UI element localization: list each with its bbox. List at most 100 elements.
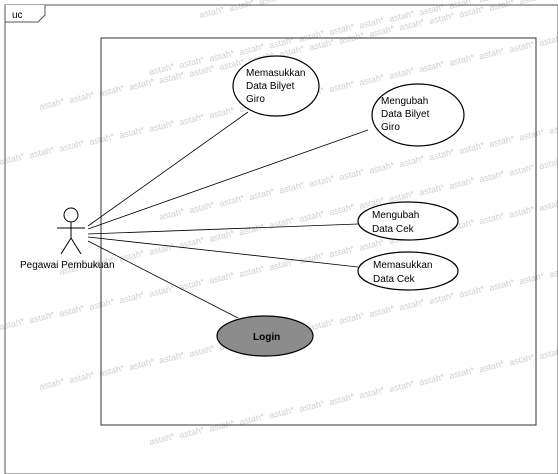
use-case-label-line: Data Bilyet bbox=[246, 81, 295, 92]
watermark-text: astah* bbox=[478, 169, 506, 185]
watermark-text: astah* bbox=[248, 186, 276, 202]
watermark-text: astah* bbox=[548, 264, 558, 280]
watermark-text: astah* bbox=[158, 350, 186, 366]
use-case-label-line: Login bbox=[253, 332, 280, 343]
watermark-text: astah* bbox=[28, 144, 56, 160]
actor-name: Pegawai Pembukuan bbox=[20, 260, 115, 271]
watermark-text: astah* bbox=[58, 138, 86, 154]
watermark-text: astah* bbox=[178, 276, 206, 292]
watermark-text: astah* bbox=[368, 303, 396, 319]
actor-icon bbox=[57, 207, 85, 255]
watermark-text: astah* bbox=[308, 173, 336, 189]
watermark-text: astah* bbox=[198, 4, 226, 20]
use-case-label-line: Memasukkan bbox=[246, 68, 305, 79]
use-case-ellipse bbox=[232, 55, 320, 117]
watermark-text: astah* bbox=[28, 309, 56, 325]
watermark-text: astah* bbox=[358, 72, 386, 88]
association-uc4 bbox=[87, 236, 359, 268]
association-uc3 bbox=[87, 223, 359, 235]
watermark-text: astah* bbox=[238, 221, 266, 237]
watermark-text: astah* bbox=[178, 235, 206, 251]
watermark-text: astah* bbox=[418, 182, 446, 198]
system-boundary bbox=[100, 37, 537, 426]
watermark-text: astah* bbox=[148, 283, 176, 299]
watermark-text: astah* bbox=[128, 76, 156, 92]
watermark-text: astah* bbox=[298, 250, 326, 266]
watermark-text: astah* bbox=[208, 105, 236, 121]
use-case-login[interactable]: Login bbox=[216, 315, 314, 357]
watermark-text: astah* bbox=[488, 277, 516, 293]
watermark-text: astah* bbox=[148, 431, 176, 447]
use-case-mengubah-data-bilyet-giro[interactable]: Mengubah Data Bilyet Giro bbox=[371, 83, 465, 147]
association-uc1 bbox=[87, 111, 249, 227]
watermark-text: astah* bbox=[98, 83, 126, 99]
watermark-text: astah* bbox=[278, 180, 306, 196]
watermark-text: astah* bbox=[218, 193, 246, 209]
watermark-text: astah* bbox=[118, 290, 146, 306]
watermark-text: astah* bbox=[178, 424, 206, 440]
use-case-memasukkan-data-cek[interactable]: Memasukkan Data Cek bbox=[357, 251, 459, 291]
use-case-label-line: Data Cek bbox=[373, 274, 416, 285]
watermark-text: astah* bbox=[38, 376, 66, 392]
watermark-text: astah* bbox=[488, 0, 516, 13]
watermark-text: astah* bbox=[538, 197, 558, 213]
use-case-mengubah-data-cek[interactable]: Mengubah Data Cek bbox=[357, 201, 459, 241]
watermark-text: astah* bbox=[428, 290, 456, 306]
association-uc5 bbox=[87, 240, 239, 319]
watermark-text: astah* bbox=[58, 303, 86, 319]
watermark-text: astah* bbox=[338, 310, 366, 326]
watermark-text: astah* bbox=[448, 365, 476, 381]
watermark-text: astah* bbox=[208, 418, 236, 434]
watermark-text: astah* bbox=[228, 0, 256, 13]
use-case-label-line: Memasukkan bbox=[373, 260, 432, 271]
watermark-text: astah* bbox=[0, 151, 26, 167]
watermark-text: astah* bbox=[358, 237, 386, 253]
watermark-text: astah* bbox=[68, 89, 96, 105]
watermark-text: astah* bbox=[368, 160, 396, 176]
use-case-ellipse bbox=[357, 251, 459, 291]
watermark-text: astah* bbox=[0, 316, 26, 332]
use-case-label-line: Giro bbox=[246, 94, 265, 105]
watermark-text: astah* bbox=[208, 270, 236, 286]
watermark-text: astah* bbox=[148, 118, 176, 134]
watermark-text: astah* bbox=[508, 162, 536, 178]
watermark-text: astah* bbox=[478, 210, 506, 226]
watermark-text: astah* bbox=[478, 358, 506, 374]
watermark-text: astah* bbox=[448, 175, 476, 191]
watermark-text: astah* bbox=[548, 120, 558, 136]
watermark-text: astah* bbox=[308, 317, 336, 333]
watermark-text: astah* bbox=[328, 243, 356, 259]
use-case-label-line: Data Cek bbox=[372, 224, 415, 235]
watermark-text: astah* bbox=[428, 147, 456, 163]
use-case-memasukkan-data-bilyet-giro[interactable]: Memasukkan Data Bilyet Giro bbox=[232, 55, 320, 117]
watermark-text: astah* bbox=[298, 208, 326, 224]
use-case-ellipse bbox=[371, 83, 465, 147]
watermark-text: astah* bbox=[538, 155, 558, 171]
use-case-label-line: Mengubah bbox=[381, 96, 428, 107]
watermark-text: astah* bbox=[68, 369, 96, 385]
actor[interactable]: Pegawai Pembukuan bbox=[20, 207, 115, 271]
watermark-text: astah* bbox=[118, 125, 146, 141]
watermark-text: astah* bbox=[448, 52, 476, 68]
watermark-text: astah* bbox=[188, 343, 216, 359]
watermark-text: astah* bbox=[178, 111, 206, 127]
use-case-label-line: Giro bbox=[381, 122, 400, 133]
association-uc2 bbox=[87, 129, 369, 230]
watermark-text: astah* bbox=[38, 96, 66, 112]
use-case-label-line: Mengubah bbox=[372, 210, 419, 221]
watermark-text: astah* bbox=[538, 345, 558, 361]
watermark-text: astah* bbox=[418, 372, 446, 388]
watermark-text: astah* bbox=[538, 32, 558, 48]
watermark-text: astah* bbox=[458, 140, 486, 156]
watermark-text: astah* bbox=[398, 297, 426, 313]
watermark-text: astah* bbox=[388, 65, 416, 81]
watermark-text: astah* bbox=[508, 39, 536, 55]
frame-tag-box bbox=[4, 5, 46, 23]
watermark-text: astah* bbox=[478, 45, 506, 61]
watermark-text: astah* bbox=[388, 378, 416, 394]
watermark-text: astah* bbox=[268, 215, 296, 231]
watermark-text: astah* bbox=[328, 391, 356, 407]
watermark-text: astah* bbox=[158, 206, 186, 222]
watermark-text: astah* bbox=[88, 131, 116, 147]
